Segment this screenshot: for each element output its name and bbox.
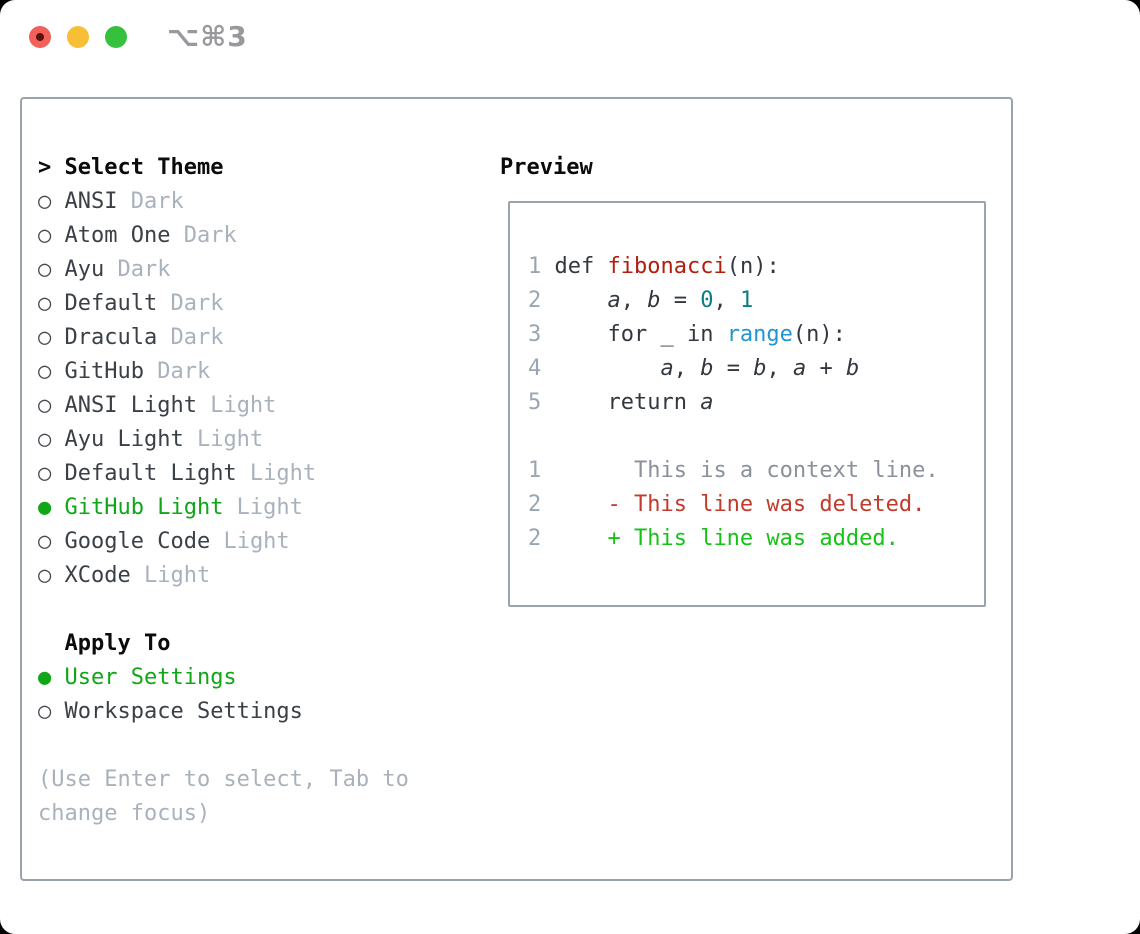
theme-name: Google Code	[51, 529, 211, 554]
theme-option-ansi[interactable]: ○ ANSI Dark	[38, 185, 316, 219]
option-marker-icon: ○	[38, 699, 52, 724]
theme-option-ansi-light[interactable]: ○ ANSI Light Light	[38, 389, 316, 423]
option-marker-icon: ○	[38, 461, 52, 486]
apply-to-header: Apply To	[38, 627, 303, 661]
option-marker-icon: ○	[38, 359, 52, 384]
theme-variant-tag: Light	[183, 427, 264, 452]
minimize-button-icon[interactable]	[67, 26, 89, 48]
option-marker-icon: ●	[38, 665, 52, 690]
option-marker-icon: ○	[38, 291, 52, 316]
theme-variant-tag: Dark	[157, 325, 224, 350]
theme-variant-tag: Light	[210, 529, 290, 554]
code-line: 2 + This line was added.	[528, 526, 899, 551]
theme-variant-tag: Dark	[170, 223, 237, 248]
theme-name: ANSI Light	[51, 393, 197, 418]
code-line: 5 return a	[528, 390, 714, 415]
code-preview: 1 def fibonacci(n): 2 a, b = 0, 1 3 for _ …	[528, 250, 939, 556]
theme-list: > Select Theme ○ ANSI Dark○ Atom One Dar…	[38, 151, 316, 593]
hint-text: (Use Enter to select, Tab to change focu…	[38, 763, 409, 831]
prompt-icon: >	[38, 155, 52, 180]
theme-list-header: > Select Theme	[38, 151, 316, 185]
option-marker-icon: ○	[38, 325, 52, 350]
theme-list-header-label: Select Theme	[64, 155, 224, 180]
theme-name: GitHub	[51, 359, 144, 384]
hint-line-2: change focus)	[38, 801, 211, 826]
close-button-icon[interactable]	[29, 26, 51, 48]
preview-box: 1 def fibonacci(n): 2 a, b = 0, 1 3 for _ …	[508, 201, 986, 607]
theme-name: ANSI	[51, 189, 118, 214]
option-marker-icon: ○	[38, 189, 52, 214]
theme-variant-tag: Light	[196, 393, 277, 418]
apply-to-header-label: Apply To	[64, 631, 171, 656]
theme-variant-tag: Light	[236, 461, 317, 486]
theme-variant-tag: Light	[223, 495, 303, 520]
code-line: 1 def fibonacci(n):	[528, 254, 780, 279]
option-marker-icon: ●	[38, 495, 52, 520]
theme-variant-tag: Light	[130, 563, 211, 588]
zoom-button-icon[interactable]	[105, 26, 127, 48]
code-line: 2 a, b = 0, 1	[528, 288, 754, 313]
option-marker-icon: ○	[38, 563, 52, 588]
apply-option-workspace-settings[interactable]: ○ Workspace Settings	[38, 695, 303, 729]
theme-name: Dracula	[51, 325, 158, 350]
theme-variant-tag: Dark	[104, 257, 171, 282]
option-marker-icon: ○	[38, 257, 52, 282]
theme-variant-tag: Dark	[143, 359, 211, 384]
window-title: ⌥⌘3	[167, 20, 248, 53]
theme-name: Default Light	[51, 461, 237, 486]
code-line: 4 a, b = b, a + b	[528, 356, 860, 381]
preview-header: Preview	[500, 151, 593, 185]
theme-variant-tag: Dark	[157, 291, 224, 316]
theme-name: XCode	[51, 563, 131, 588]
code-line: 1 This is a context line.	[528, 458, 939, 483]
theme-option-default[interactable]: ○ Default Dark	[38, 287, 316, 321]
code-line: 2 - This line was deleted.	[528, 492, 926, 517]
apply-to-section: Apply To ● User Settings○ Workspace Sett…	[38, 627, 303, 729]
theme-variant-tag: Dark	[117, 189, 184, 214]
theme-option-ayu-light[interactable]: ○ Ayu Light Light	[38, 423, 316, 457]
titlebar: ⌥⌘3	[0, 0, 1140, 75]
hint-line-1: (Use Enter to select, Tab to	[38, 767, 409, 792]
theme-option-google-code[interactable]: ○ Google Code Light	[38, 525, 316, 559]
apply-option-user-settings[interactable]: ● User Settings	[38, 661, 303, 695]
code-line	[528, 420, 939, 454]
apply-option-label: Workspace Settings	[51, 699, 303, 724]
code-line: 3 for _ in range(n):	[528, 322, 846, 347]
theme-name: Ayu Light	[51, 427, 184, 452]
preview-header-label: Preview	[500, 155, 593, 180]
theme-option-xcode[interactable]: ○ XCode Light	[38, 559, 316, 593]
apply-option-label: User Settings	[51, 665, 237, 690]
option-marker-icon: ○	[38, 223, 52, 248]
theme-name: GitHub Light	[51, 495, 224, 520]
theme-option-default-light[interactable]: ○ Default Light Light	[38, 457, 316, 491]
option-marker-icon: ○	[38, 529, 52, 554]
theme-option-github-light[interactable]: ● GitHub Light Light	[38, 491, 316, 525]
option-marker-icon: ○	[38, 393, 52, 418]
option-marker-icon: ○	[38, 427, 52, 452]
close-dot-icon	[36, 33, 44, 41]
theme-name: Default	[51, 291, 158, 316]
theme-name: Atom One	[51, 223, 171, 248]
theme-name: Ayu	[51, 257, 105, 282]
theme-option-atom-one[interactable]: ○ Atom One Dark	[38, 219, 316, 253]
theme-option-github[interactable]: ○ GitHub Dark	[38, 355, 316, 389]
theme-option-ayu[interactable]: ○ Ayu Dark	[38, 253, 316, 287]
theme-option-dracula[interactable]: ○ Dracula Dark	[38, 321, 316, 355]
